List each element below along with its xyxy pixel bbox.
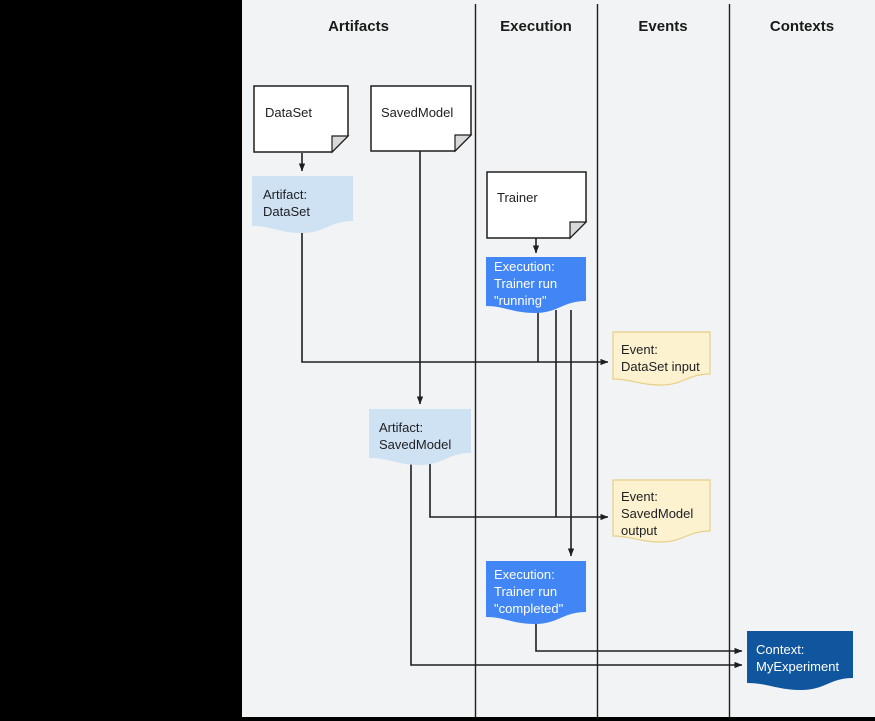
column-dividers [474, 4, 731, 717]
artifact-dataset-label: Artifact: DataSet [263, 187, 310, 219]
node-doc-savedmodel[interactable] [370, 85, 473, 153]
node-event-dataset-input[interactable] [612, 331, 711, 386]
column-header-artifacts: Artifacts [328, 18, 389, 35]
doc-dataset-fold [331, 135, 350, 154]
doc-dataset-label: DataSet [265, 105, 312, 120]
doc-trainer-label: Trainer [497, 190, 538, 205]
event-dataset-input-shape [612, 331, 711, 386]
execution-completed-label: Execution: Trainer run "completed" [494, 567, 564, 616]
execution-completed-shape [486, 561, 586, 624]
edge-artifact-savedmodel-to-event [429, 461, 609, 521]
column-header-execution: Execution [500, 18, 572, 35]
artifact-savedmodel-shape [369, 409, 471, 465]
event-savedmodel-output-label: Event: SavedModel output [621, 489, 694, 538]
node-event-savedmodel-output[interactable] [612, 479, 711, 543]
doc-savedmodel-label: SavedModel [381, 105, 454, 120]
node-doc-dataset[interactable] [253, 85, 350, 154]
node-artifact-dataset[interactable] [252, 176, 353, 233]
edge-artifact-savedmodel-to-context [410, 461, 743, 669]
context-myexperiment-shape [747, 631, 853, 690]
node-execution-running[interactable] [486, 257, 586, 313]
connectors [298, 151, 743, 669]
event-dataset-input-label: Event: DataSet input [621, 342, 700, 374]
artifact-savedmodel-label: Artifact: SavedModel [379, 420, 452, 452]
execution-running-label: Execution: Trainer run "running" [494, 259, 558, 308]
column-header-events: Events [638, 18, 688, 35]
column-header-contexts: Contexts [769, 18, 835, 35]
node-context-myexperiment[interactable] [747, 631, 853, 690]
doc-savedmodel-fold [454, 134, 473, 153]
event-savedmodel-output-shape [612, 479, 711, 543]
edge-artifact-dataset-to-event [301, 228, 609, 366]
node-artifact-savedmodel[interactable] [369, 409, 471, 465]
execution-running-shape [486, 257, 586, 313]
edge-execution-completed-to-context [535, 620, 743, 655]
doc-trainer-fold [569, 221, 588, 240]
artifact-dataset-shape [252, 176, 353, 233]
node-execution-completed[interactable] [486, 561, 586, 624]
node-doc-trainer[interactable] [486, 171, 588, 240]
context-myexperiment-label: Context: MyExperiment [756, 642, 840, 674]
